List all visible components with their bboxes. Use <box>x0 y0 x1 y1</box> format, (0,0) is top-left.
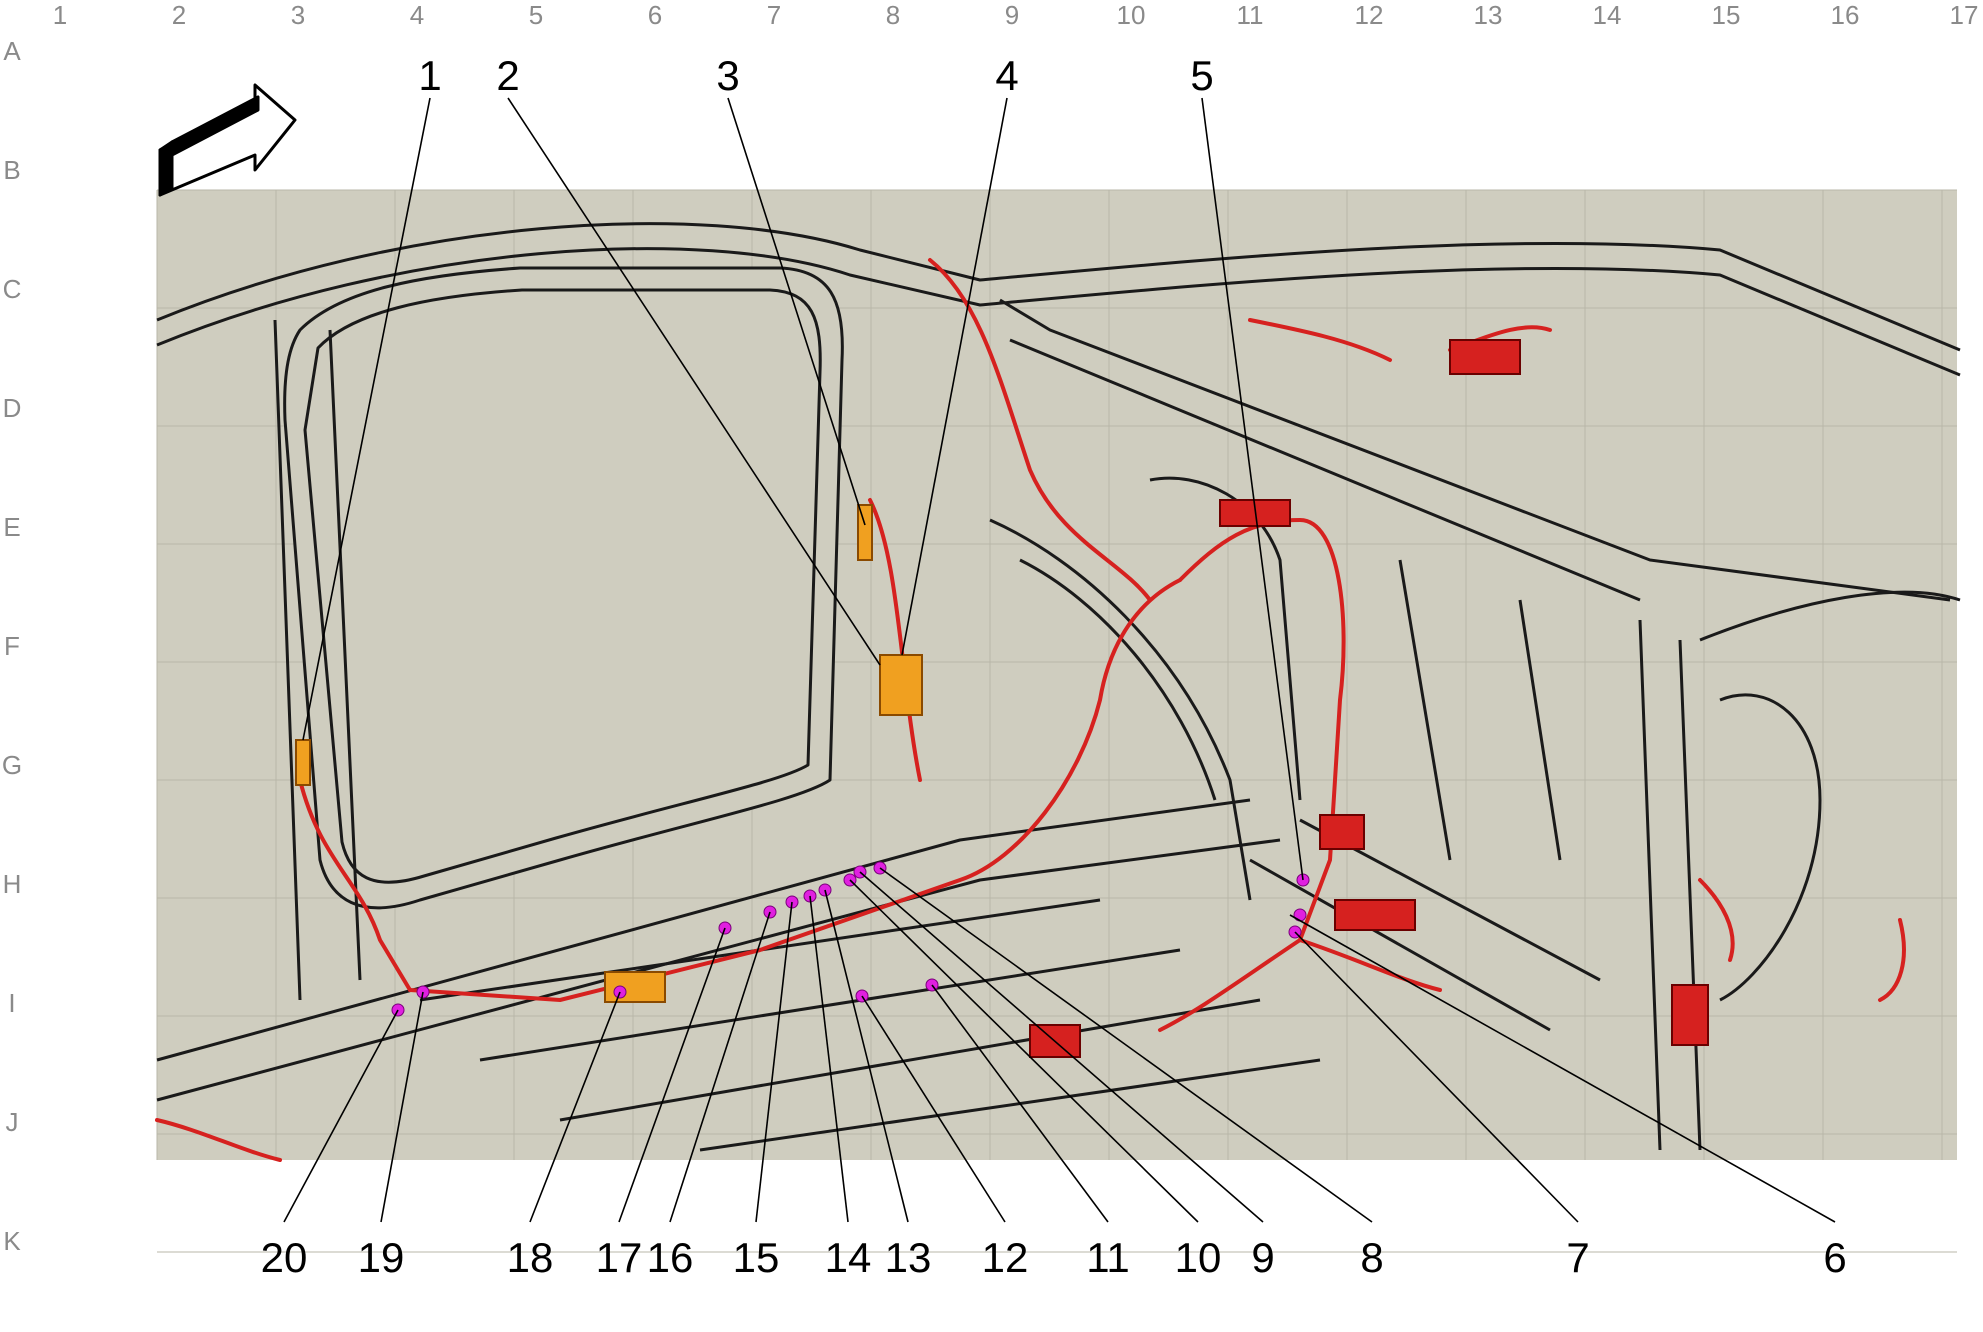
leader-line <box>283 1009 399 1223</box>
leader-line <box>618 927 726 1223</box>
callout-number: 2 <box>496 52 519 99</box>
connector-orange-door <box>879 654 923 716</box>
leader-line <box>1294 931 1579 1223</box>
callout-number: 4 <box>995 52 1018 99</box>
callout-number: 3 <box>716 52 739 99</box>
grid-row-label: E <box>3 512 20 542</box>
grid-row-label: D <box>3 393 22 423</box>
leader-line <box>1289 914 1836 1223</box>
leader-line <box>302 97 431 741</box>
grid-row-label: B <box>3 155 20 185</box>
leader-line <box>861 995 1006 1223</box>
connector-red-right <box>1671 984 1709 1046</box>
leader-line <box>727 97 866 526</box>
grid-column-label: 10 <box>1117 0 1146 30</box>
leader-line <box>824 889 909 1223</box>
callout-number: 12 <box>982 1234 1029 1281</box>
grid-column-label: 13 <box>1474 0 1503 30</box>
grid-column-label: 5 <box>529 0 543 30</box>
callout-number: 5 <box>1190 52 1213 99</box>
grid-column-label: 2 <box>172 0 186 30</box>
leader-line <box>380 991 424 1223</box>
connector-red-top <box>1449 339 1521 375</box>
leader-line <box>529 991 621 1223</box>
callout-number: 17 <box>596 1234 643 1281</box>
callout-number: 11 <box>1086 1234 1130 1281</box>
grid-column-label: 17 <box>1950 0 1979 30</box>
leader-line <box>859 871 1264 1223</box>
grid-row-label: H <box>3 869 22 899</box>
callout-number: 16 <box>647 1234 694 1281</box>
connector-orange-upper <box>857 504 873 561</box>
callout-number: 20 <box>261 1234 308 1281</box>
grid-column-label: 15 <box>1712 0 1741 30</box>
callout-number: 14 <box>825 1234 872 1281</box>
callout-leader-lines <box>283 97 1836 1223</box>
grid-row-label: G <box>2 750 22 780</box>
callout-number: 18 <box>507 1234 554 1281</box>
connector-orange-floor <box>604 971 666 1003</box>
connector-orange-pillar <box>295 739 311 786</box>
connector-red-block <box>1334 899 1416 931</box>
wiring-harness <box>155 258 1906 1162</box>
grid-column-label: 4 <box>410 0 424 30</box>
callout-number: 9 <box>1251 1234 1274 1281</box>
splice-point <box>1293 908 1307 922</box>
callout-number: 19 <box>358 1234 405 1281</box>
grid-row-label: F <box>4 631 20 661</box>
grid-column-label: 6 <box>648 0 662 30</box>
callout-number: 7 <box>1566 1234 1589 1281</box>
front-direction-arrow-icon <box>158 83 297 197</box>
callout-number: 8 <box>1360 1234 1383 1281</box>
grid-row-label: J <box>6 1107 19 1137</box>
grid-column-label: 7 <box>767 0 781 30</box>
callout-number: 1 <box>418 52 441 99</box>
grid-row-label: A <box>3 36 21 66</box>
leader-line <box>669 911 771 1223</box>
leader-line <box>879 867 1373 1223</box>
grid-column-label: 11 <box>1237 0 1264 30</box>
leader-line <box>809 895 849 1223</box>
grid-column-label: 8 <box>886 0 900 30</box>
harness-connectors <box>295 339 1709 1058</box>
callout-number: 13 <box>885 1234 932 1281</box>
splice-points <box>391 861 1310 1017</box>
leader-line <box>901 97 1008 656</box>
callout-number: 6 <box>1823 1234 1846 1281</box>
grid-column-label: 14 <box>1593 0 1622 30</box>
leader-line <box>849 879 1199 1223</box>
leader-line <box>755 901 793 1223</box>
grid-column-label: 3 <box>291 0 305 30</box>
grid-row-label: I <box>8 988 15 1018</box>
grid-row-label: K <box>3 1226 21 1256</box>
callout-number: 15 <box>733 1234 780 1281</box>
grid-row-label: C <box>3 274 22 304</box>
callout-number: 10 <box>1175 1234 1222 1281</box>
grid-column-label: 9 <box>1005 0 1019 30</box>
grid-column-label: 12 <box>1355 0 1384 30</box>
grid-column-label: 1 <box>53 0 67 30</box>
leader-line <box>1201 97 1304 881</box>
connector-red-junction <box>1319 814 1365 850</box>
leader-line <box>507 97 881 666</box>
leader-line <box>931 984 1109 1223</box>
grid-column-label: 16 <box>1831 0 1860 30</box>
